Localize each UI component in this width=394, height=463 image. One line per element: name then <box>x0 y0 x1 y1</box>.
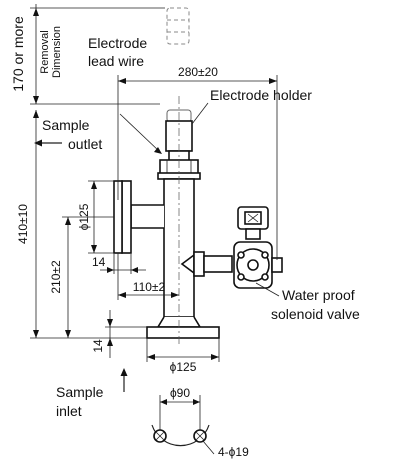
dimension-lines <box>30 4 280 455</box>
electrode-lead-wire-label-2: lead wire <box>88 53 144 69</box>
base-thickness-text: 14 <box>91 339 105 353</box>
removed-electrode <box>166 7 190 45</box>
total-height-text: 410±10 <box>16 204 30 244</box>
offset-110-text: 110±2 <box>133 280 166 294</box>
electrode-lead-wire-label-1: Electrode <box>88 35 147 51</box>
electrode-holder-label: Electrode holder <box>210 87 312 103</box>
base-diameter-text: ϕ125 <box>170 360 197 374</box>
sample-outlet-arrow-icon <box>34 139 62 147</box>
holes-text: 4-ϕ19 <box>218 445 249 459</box>
removal-dim-text: 170 or more <box>10 16 26 92</box>
removal-caption-1: Removal <box>39 30 51 73</box>
solenoid-valve <box>180 206 283 289</box>
flange-diameter-text: ϕ125 <box>77 203 91 230</box>
sample-outlet-label-1: Sample <box>42 117 90 133</box>
removal-caption-2: Dimension <box>51 26 63 78</box>
solenoid-valve-label-1: Water proof <box>282 287 355 303</box>
sample-inlet-arrow-icon <box>120 368 128 392</box>
width-dimension-text: 280±20 <box>178 65 218 79</box>
sample-outlet-label-2: outlet <box>68 136 102 152</box>
height-210-text: 210±2 <box>49 260 63 294</box>
analyzer-body <box>113 96 220 346</box>
sample-inlet-label-1: Sample <box>56 384 104 400</box>
sample-inlet-label-2: inlet <box>56 403 82 419</box>
pcd-diameter-text: ϕ90 <box>170 386 190 400</box>
flange-thickness-text: 14 <box>92 255 106 269</box>
bottom-view <box>151 395 210 447</box>
solenoid-valve-label-2: solenoid valve <box>271 306 360 322</box>
